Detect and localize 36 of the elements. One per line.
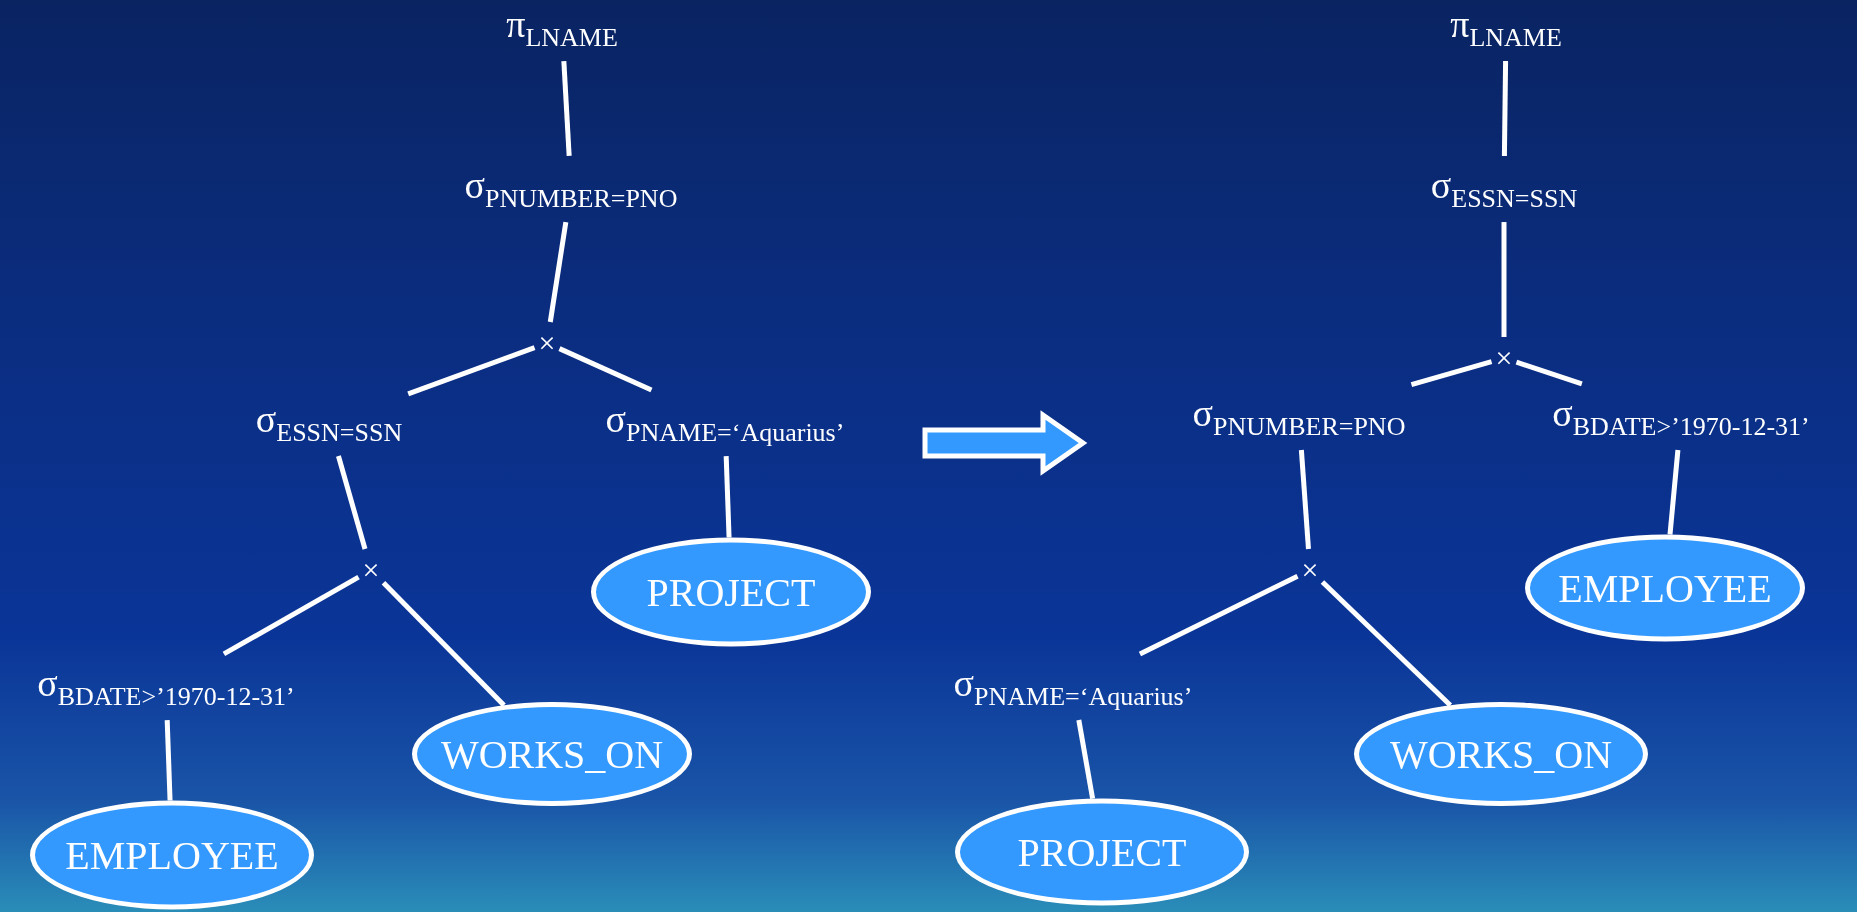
- tree-edge: [547, 221, 569, 323]
- tree-edge: [1515, 359, 1583, 387]
- operator-label: σ$_{ESSN=SSN}$: [249, 389, 409, 457]
- cross-product-label: ×: [358, 549, 384, 591]
- tree-edge: [723, 455, 732, 538]
- operator-label: σ$_{ESSN=SSN}$: [1424, 155, 1584, 223]
- tree-edge: [1667, 449, 1681, 535]
- tree-edge: [164, 719, 173, 801]
- tree-edge: [1076, 719, 1096, 800]
- tree-edge: [336, 455, 368, 550]
- relation-ellipse: WORKS_ON: [1354, 702, 1648, 806]
- tree-edge: [1410, 359, 1493, 388]
- operator-label: π$_{LNAME}$: [500, 0, 624, 62]
- relation-ellipse: PROJECT: [955, 798, 1249, 906]
- cross-product-label: ×: [534, 322, 560, 364]
- tree-edge: [561, 60, 572, 157]
- operator-label: σ$_{PNAME=‘Aquarius’}$: [599, 389, 851, 457]
- relation-ellipse: PROJECT: [591, 537, 871, 647]
- relation-ellipse: EMPLOYEE: [30, 800, 314, 910]
- tree-edge: [1298, 449, 1311, 550]
- operator-label: σ$_{BDATE>’1970-12-31’}$: [1546, 383, 1816, 451]
- operator-label: π$_{LNAME}$: [1444, 0, 1568, 62]
- tree-edge: [558, 346, 653, 393]
- operator-label: σ$_{BDATE>’1970-12-31’}$: [31, 653, 301, 721]
- operator-label: σ$_{PNUMBER=PNO}$: [458, 155, 684, 223]
- tree-edge: [1138, 573, 1299, 657]
- tree-edge: [407, 345, 536, 397]
- relation-ellipse: WORKS_ON: [412, 702, 692, 806]
- relation-ellipse: EMPLOYEE: [1525, 534, 1805, 642]
- operator-label: σ$_{PNUMBER=PNO}$: [1186, 383, 1412, 451]
- tree-edge: [1501, 222, 1507, 337]
- cross-product-label: ×: [1297, 549, 1323, 591]
- operator-label: σ$_{PNAME=‘Aquarius’}$: [947, 653, 1199, 721]
- tree-edge: [1501, 61, 1509, 156]
- cross-product-label: ×: [1491, 337, 1517, 379]
- tree-edge: [222, 574, 360, 657]
